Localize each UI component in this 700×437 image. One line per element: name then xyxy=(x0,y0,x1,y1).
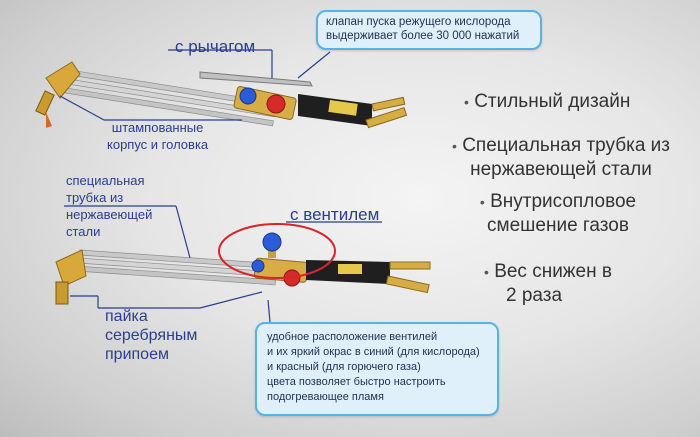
bottom-torch xyxy=(55,232,431,305)
tube-label-line: трубка из xyxy=(66,190,124,205)
feature-text: Вес снижен в xyxy=(494,261,612,282)
solder-line: серебряным xyxy=(105,327,198,344)
feature-item: • Стильный дизайн xyxy=(464,90,674,114)
tube-label-line: стали xyxy=(66,224,101,239)
feature-item: • Вес снижен в 2 раза xyxy=(484,260,644,307)
callout-line: и красный (для горючего газа) xyxy=(267,361,421,373)
callout-line: и их яркий окрас в синий (для кислорода) xyxy=(267,346,480,358)
bullet-icon: • xyxy=(484,264,489,280)
stamped-body-line: штампованные xyxy=(111,120,204,135)
bullet-icon: • xyxy=(479,194,485,210)
bullet-icon: • xyxy=(452,138,457,154)
valve-label: с вентилем xyxy=(290,205,380,224)
stamped-body-line: корпус и головка xyxy=(107,137,209,152)
feature-item: • Специальная трубка из нержавеющей стал… xyxy=(436,134,686,181)
feature-text: нержавеющей стали xyxy=(470,159,652,180)
solder-line: пайка xyxy=(105,308,148,325)
silver-solder-label: пайка серебряным припоем xyxy=(105,307,197,364)
callout-line: подогревающее пламя xyxy=(267,391,384,403)
feature-text: смешение газов xyxy=(487,215,629,236)
tube-label: специальная трубка из нержавеющей стали xyxy=(66,172,152,240)
stamped-body-label: штампованные корпус и головка xyxy=(107,119,208,153)
bullet-icon: • xyxy=(464,94,469,110)
callout-line: клапан пуска режущего кислорода xyxy=(326,16,511,28)
callout-line: выдерживает более 30 000 нажатий xyxy=(326,30,520,42)
valve-color-callout: удобное расположение вентилей и их яркий… xyxy=(255,322,499,416)
lever-valve-callout: клапан пуска режущего кислорода выдержив… xyxy=(316,10,542,50)
feature-text: 2 раза xyxy=(506,285,563,306)
top-torch xyxy=(35,61,408,129)
feature-item: • Внутрисопловое смешение газов xyxy=(448,190,668,237)
valve-highlight-ring xyxy=(218,223,336,279)
feature-text: Внутрисопловое xyxy=(490,191,637,212)
lever-label: с рычагом xyxy=(175,37,256,56)
feature-text: Специальная трубка из xyxy=(462,135,670,156)
tube-label-line: нержавеющей xyxy=(66,207,153,222)
callout-line: цвета позволяет быстро настроить xyxy=(267,376,446,388)
feature-text: Стильный дизайн xyxy=(474,91,631,112)
solder-line: припоем xyxy=(105,346,169,363)
pointer-lines xyxy=(59,49,382,323)
tube-label-line: специальная xyxy=(66,173,145,188)
callout-line: удобное расположение вентилей xyxy=(267,331,438,343)
